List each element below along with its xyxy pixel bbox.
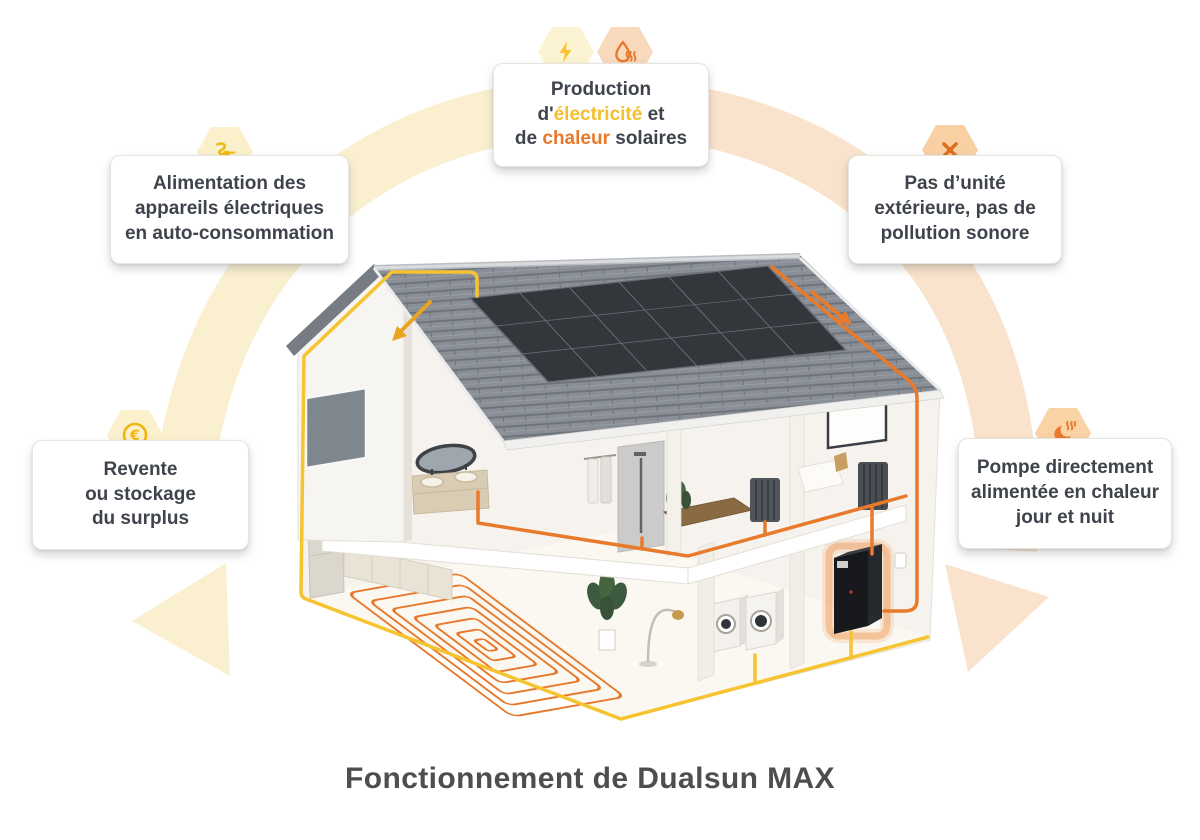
radiator [858,462,888,510]
radiator [750,478,780,522]
callout-revente: Revente ou stockage du surplus [32,440,249,550]
eave-fascia [502,389,945,451]
pas-unite-line: extérieure, pas de [874,198,1036,220]
callout-alimentation: Alimentation des appareils électriques e… [110,155,349,264]
cable-heat [476,265,919,613]
pas-unite-line: Pas d’unité [904,173,1006,195]
alimentation-line: en auto-consommation [124,222,334,244]
page-title: Fonctionnement de Dualsun MAX [345,762,835,795]
pompe-line: jour et nuit [1015,506,1115,528]
callout-pompe: Pompe directement alimentée en chaleur j… [958,438,1172,549]
electricity-highlight: électricité [553,103,643,125]
alimentation-line: appareils électriques [134,198,325,220]
production-line3: de chaleur solaires [514,128,688,150]
wall-switch [894,552,907,569]
upper-floor-slab [321,504,907,585]
bathroom [411,443,490,515]
heat-pump [822,539,907,643]
plant [587,570,627,651]
pompe-line: alimentée en chaleur [971,482,1159,504]
pas-unite-line: pollution sonore [880,222,1030,244]
gable-wall [297,269,412,543]
electric-flow-arrow [392,300,432,341]
bathroom-mirror [415,443,477,475]
upper-partitions [666,401,805,557]
shower-room [583,440,665,553]
heat-highlight: chaleur [542,128,610,150]
bed [797,459,844,493]
pompe-line: Pompe directement [976,457,1154,479]
production-line2: d'électricité et [537,103,665,125]
production-line1: Production [550,78,652,100]
revente-line: du surplus [91,508,190,530]
ground-floor [301,532,929,719]
heat-flow-arrow [810,290,852,325]
revente-line: Revente [103,458,178,480]
floor-lamp [639,608,684,667]
washing-machines [711,588,784,653]
callout-pas-unite: Pas d’unité extérieure, pas de pollution… [848,155,1062,264]
solar-panels [468,265,848,383]
revente-line: ou stockage [85,483,196,505]
callout-production: Production d'électricité et de chaleur s… [493,63,709,167]
cable-electric [299,270,930,721]
alimentation-line: Alimentation des [152,173,307,195]
svg-text:€: € [129,428,140,444]
gable-window [304,386,368,470]
